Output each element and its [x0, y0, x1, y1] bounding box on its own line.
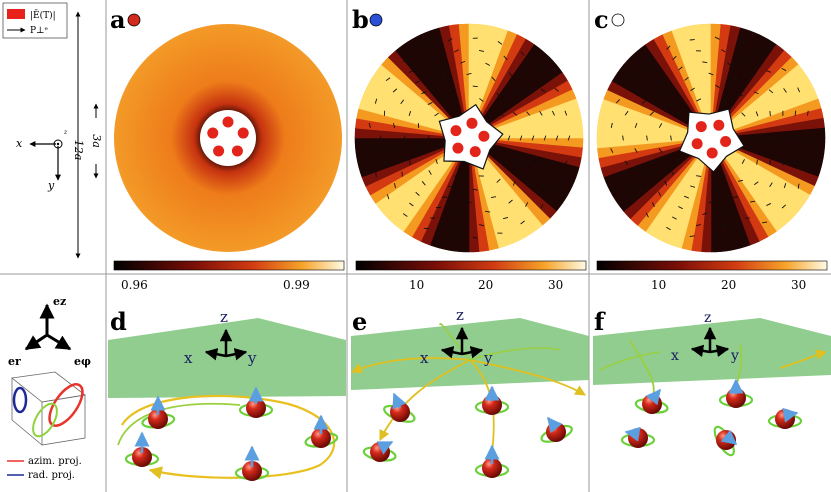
- colorbar-c-tick: 10: [651, 278, 666, 292]
- axis3d-z: z: [456, 306, 464, 324]
- axis3d-y: y: [730, 348, 739, 364]
- scatterer-dot: [720, 136, 732, 148]
- axis-x-label: x: [16, 137, 23, 150]
- panel-f-scene: z x y: [593, 310, 831, 457]
- axis3d-z: z: [220, 308, 228, 326]
- colorbar-a-tick: 0.96: [121, 278, 148, 292]
- axis3d-z: z: [704, 310, 711, 326]
- sphere: [546, 422, 566, 442]
- panel-b-letter: b: [352, 5, 369, 34]
- panel-e-scene: z x y: [351, 306, 589, 478]
- sphere: [482, 458, 502, 478]
- panel-d-scene: z x y: [108, 308, 346, 481]
- panel-f-axes: z x y: [671, 310, 739, 364]
- panel-d-letter: d: [110, 307, 127, 336]
- scatterer-dot: [450, 125, 462, 137]
- sphere: [148, 409, 168, 429]
- sphere: [642, 394, 662, 414]
- sphere: [246, 398, 266, 418]
- panel-a-letter: a: [110, 5, 126, 34]
- polarization-label: P⊥ᵉ: [30, 26, 49, 36]
- panel-a-map: [114, 24, 342, 252]
- sphere: [132, 447, 152, 467]
- colorbar-b-tick: 20: [478, 278, 493, 292]
- sphere: [628, 428, 648, 448]
- scatterer-dot: [691, 138, 703, 150]
- panel-d-axes: z x y: [184, 308, 257, 367]
- colorbar-c-tick: 20: [721, 278, 736, 292]
- scatterer-dot: [237, 127, 249, 139]
- scatterer-dot: [231, 145, 243, 157]
- sphere: [242, 461, 262, 481]
- legend-box: |Ē(T)| P⊥ᵉ: [2, 2, 68, 39]
- size-scale: 12a 3a: [72, 11, 103, 259]
- size-inner-label: 3a: [90, 134, 103, 148]
- axis3d-y: y: [483, 349, 493, 367]
- axis-z-label: z: [63, 129, 68, 136]
- panel-f-letter: f: [594, 307, 606, 336]
- ephi-label: eφ: [74, 355, 91, 368]
- scatterer-dot: [478, 130, 490, 142]
- colorbar-c: 10 20 30: [596, 260, 828, 292]
- rad-label: rad. proj.: [28, 470, 75, 481]
- scatterer-dot: [222, 116, 234, 128]
- panel-b-marker-icon: [369, 13, 383, 27]
- azim-label: azim. proj.: [28, 456, 82, 467]
- axis3d-x: x: [671, 348, 679, 364]
- sphere: [775, 409, 795, 429]
- panel-c-map: [596, 23, 826, 253]
- field-label: |Ē(T)|: [30, 9, 56, 21]
- colorbar-c-tick: 30: [791, 278, 806, 292]
- scatterer-dot: [452, 142, 464, 154]
- panel-b-map: [354, 23, 584, 253]
- ez-label: ez: [53, 295, 66, 308]
- size-outer-label: 12a: [72, 140, 85, 161]
- scatterer-dot: [469, 146, 481, 158]
- axis3d-x: x: [420, 349, 429, 367]
- scatterer-dot: [466, 117, 478, 129]
- projection-legend: azim. proj. rad. proj.: [7, 456, 82, 481]
- er-label: er: [8, 355, 21, 368]
- scatterer-dot: [713, 119, 725, 131]
- colorbar-b: 10 20 30: [355, 260, 587, 292]
- panel-a-marker-icon: [127, 13, 141, 27]
- panel-c-marker-icon: [611, 13, 625, 27]
- projection-icon: [11, 371, 86, 446]
- scatterer-dot: [207, 127, 219, 139]
- colorbar-a-tick: 0.99: [283, 278, 310, 292]
- scatterer-dot: [706, 147, 718, 159]
- scatterer-dot: [695, 121, 707, 133]
- colorbar-b-tick: 30: [548, 278, 563, 292]
- colorbar-a: 0.96 0.99: [113, 260, 345, 292]
- axis-y-label: y: [47, 179, 55, 192]
- panel-e-axes: z x y: [420, 306, 493, 367]
- scatterer-dot: [213, 145, 225, 157]
- panel-c-letter: c: [594, 5, 609, 34]
- basis-vectors: ez er eφ: [8, 295, 91, 368]
- sphere: [311, 428, 331, 448]
- panel-e-letter: e: [352, 307, 367, 336]
- coordinate-axes: x y z: [16, 129, 68, 192]
- axis3d-y: y: [247, 349, 257, 367]
- field-swatch: [7, 9, 25, 19]
- colorbar-b-tick: 10: [409, 278, 424, 292]
- axis3d-x: x: [184, 349, 193, 367]
